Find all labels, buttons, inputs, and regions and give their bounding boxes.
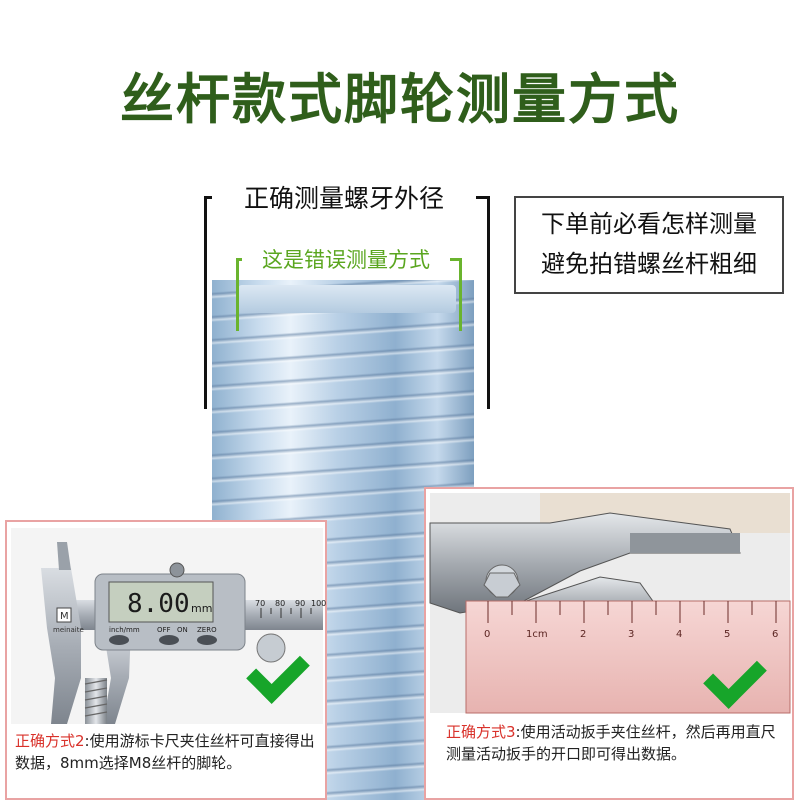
- wrench-photo: 0 1cm 2 3 4 5 6: [429, 493, 791, 714]
- caliper-caption-highlight: 正确方式2: [15, 732, 85, 750]
- ruler-tick-0: 0: [484, 629, 490, 640]
- notice-box: 下单前必看怎样测量 避免拍错螺丝杆粗细: [514, 196, 784, 294]
- off-label: OFF: [157, 626, 171, 634]
- ruler-tick-6: 6: [772, 629, 778, 640]
- zero-button: [197, 635, 217, 645]
- scale-tick-70: 70: [255, 599, 265, 608]
- unit-button: [109, 635, 129, 645]
- caliper-display-value: 8.00: [127, 589, 190, 619]
- scale-tick-100: 100: [311, 599, 326, 608]
- correct-measure-label: 正确测量螺牙外径: [212, 182, 476, 216]
- on-label: ON: [177, 626, 188, 634]
- ruler-tick-5: 5: [724, 629, 730, 640]
- rod-top-face: [238, 285, 456, 313]
- caliper-illustration: 70 80 90 100 8.00 mm inch/mm OFF ON ZERO…: [41, 542, 326, 724]
- notice-line-1: 下单前必看怎样测量: [541, 210, 757, 238]
- ruler-tick-1cm: 1cm: [526, 629, 548, 640]
- brand-logo-icon: M: [60, 611, 69, 622]
- scale-tick-80: 80: [275, 599, 285, 608]
- caliper-caption-text: :使用游标卡尺夹住丝杆可直接得出数据，8mm选择M8丝杆的脚轮。: [15, 732, 315, 772]
- zero-label: ZERO: [197, 626, 217, 634]
- caliper-caption: 正确方式2:使用游标卡尺夹住丝杆可直接得出数据，8mm选择M8丝杆的脚轮。: [15, 730, 321, 774]
- wrench-caption-highlight: 正确方式3: [446, 723, 516, 741]
- onoff-button: [159, 635, 179, 645]
- wrench-caption: 正确方式3:使用活动扳手夹住丝杆，然后再用直尺测量活动扳手的开口即可得出数据。: [446, 721, 786, 765]
- ruler-tick-3: 3: [628, 629, 634, 640]
- caliper-photo: 70 80 90 100 8.00 mm inch/mm OFF ON ZERO…: [11, 528, 326, 724]
- page-title: 丝杆款式脚轮测量方式: [120, 68, 680, 131]
- wrench-panel: 0 1cm 2 3 4 5 6 正确方式3:使用活动扳手夹住丝杆，然后再用直尺测…: [424, 487, 794, 800]
- notice-line-2: 避免拍错螺丝杆粗细: [541, 250, 757, 278]
- wrong-measure-label: 这是错误测量方式: [242, 246, 450, 274]
- brand-name: meinaite: [53, 626, 84, 634]
- caliper-display-unit: mm: [191, 602, 212, 615]
- unit-label: inch/mm: [109, 626, 140, 634]
- caliper-panel: 70 80 90 100 8.00 mm inch/mm OFF ON ZERO…: [5, 520, 327, 800]
- wrench-ruler-illustration: 0 1cm 2 3 4 5 6: [429, 493, 791, 714]
- wrench-caption-text: :使用活动扳手夹住丝杆，然后再用直尺测量活动扳手的开口即可得出数据。: [446, 723, 776, 763]
- ruler-tick-4: 4: [676, 629, 682, 640]
- ruler-tick-2: 2: [580, 629, 586, 640]
- scale-tick-90: 90: [295, 599, 305, 608]
